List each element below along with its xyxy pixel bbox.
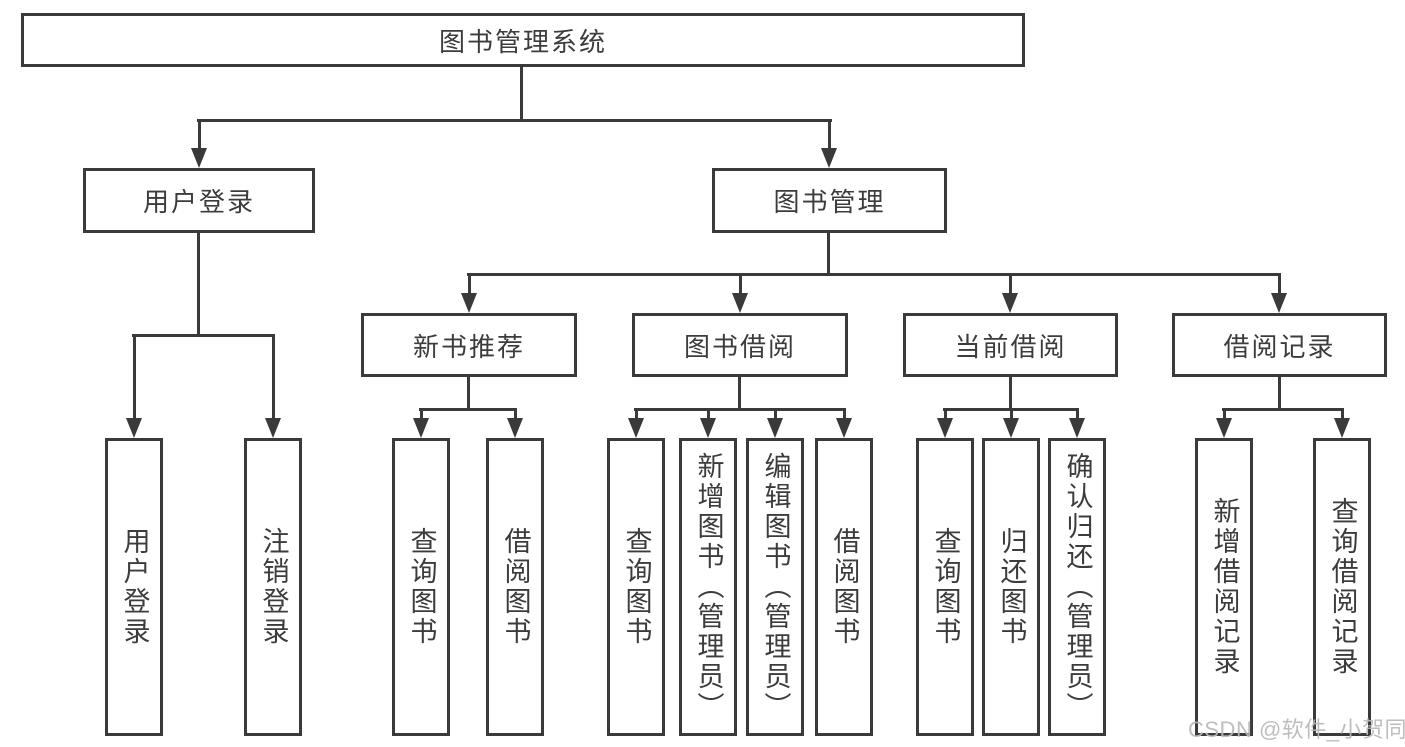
connector-vline bbox=[1009, 377, 1012, 411]
node-book-management: 图书管理 bbox=[712, 168, 947, 233]
connector-hline bbox=[132, 334, 275, 337]
connector-arrow bbox=[126, 334, 142, 438]
connector-hline bbox=[197, 119, 832, 122]
connector-hline bbox=[1222, 408, 1343, 411]
leaf-query-books-borrowing: 查询图书 bbox=[607, 438, 665, 736]
connector-arrow bbox=[1002, 273, 1018, 313]
connector-hline bbox=[419, 408, 517, 411]
node-current-borrowing: 当前借阅 bbox=[903, 313, 1118, 377]
connector-arrow bbox=[461, 273, 477, 313]
connector-arrow bbox=[1334, 408, 1350, 438]
node-book-borrowing: 图书借阅 bbox=[632, 313, 848, 377]
connector-arrow bbox=[821, 119, 837, 168]
csdn-watermark: CSDN @软件_小贺同学 bbox=[1188, 717, 1405, 742]
leaf-edit-book-admin: 编辑图书（管理员） bbox=[746, 438, 804, 736]
leaf-borrow-books-recommend: 借阅图书 bbox=[486, 438, 544, 736]
connector-vline bbox=[1278, 377, 1281, 411]
connector-arrow bbox=[413, 408, 429, 438]
leaf-query-books-recommend: 查询图书 bbox=[392, 438, 450, 736]
connector-vline bbox=[467, 377, 470, 411]
connector-arrow bbox=[191, 119, 207, 168]
connector-arrow bbox=[265, 334, 281, 438]
connector-arrow bbox=[700, 408, 716, 438]
leaf-add-book-admin: 新增图书（管理员） bbox=[679, 438, 737, 736]
connector-arrow bbox=[937, 408, 953, 438]
node-borrow-records: 借阅记录 bbox=[1172, 313, 1387, 377]
node-user-login: 用户登录 bbox=[83, 168, 315, 233]
connector-vline bbox=[738, 377, 741, 411]
connector-vline bbox=[197, 233, 200, 337]
leaf-return-book: 归还图书 bbox=[982, 438, 1040, 736]
node-library-system: 图书管理系统 bbox=[21, 13, 1025, 67]
connector-vline bbox=[520, 67, 523, 121]
node-new-book-recommend: 新书推荐 bbox=[361, 313, 577, 377]
connector-arrow bbox=[1003, 408, 1019, 438]
connector-arrow bbox=[732, 273, 748, 313]
connector-arrow bbox=[507, 408, 523, 438]
connector-arrow bbox=[1216, 408, 1232, 438]
leaf-query-borrow-record: 查询借阅记录 bbox=[1313, 438, 1371, 736]
leaf-query-books-current: 查询图书 bbox=[916, 438, 974, 736]
leaf-add-borrow-record: 新增借阅记录 bbox=[1195, 438, 1253, 736]
leaf-logout: 注销登录 bbox=[244, 438, 302, 736]
connector-arrow bbox=[1069, 408, 1085, 438]
connector-hline bbox=[467, 273, 1281, 276]
leaf-borrow-books-borrowing: 借阅图书 bbox=[815, 438, 873, 736]
leaf-user-login: 用户登录 bbox=[105, 438, 163, 736]
connector-arrow bbox=[836, 408, 852, 438]
connector-arrow bbox=[628, 408, 644, 438]
connector-arrow bbox=[1271, 273, 1287, 313]
connector-vline bbox=[827, 233, 830, 276]
connector-arrow bbox=[767, 408, 783, 438]
connector-hline bbox=[634, 408, 846, 411]
leaf-confirm-return-admin: 确认归还（管理员） bbox=[1048, 438, 1106, 736]
